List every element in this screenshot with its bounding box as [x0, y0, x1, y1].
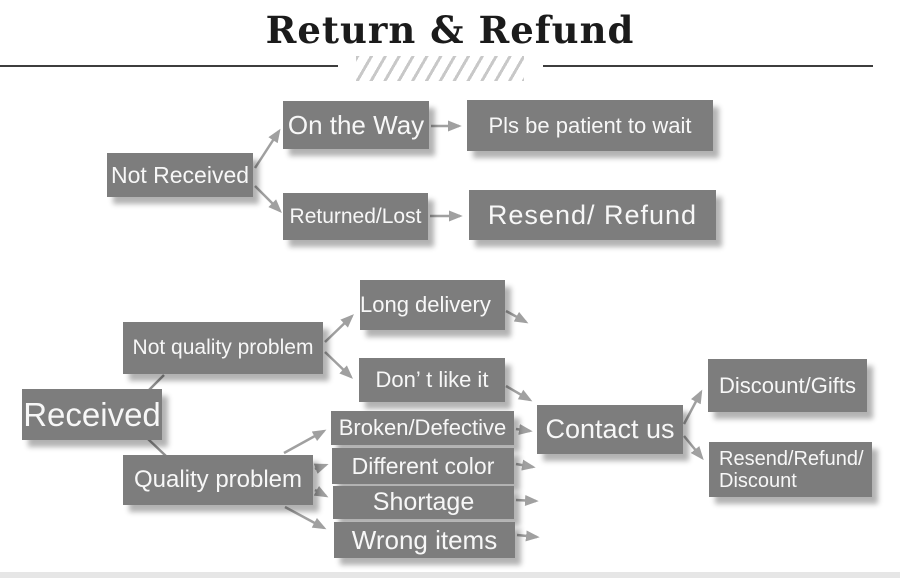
node-received: Received — [22, 389, 162, 440]
node-pls-be-patient: Pls be patient to wait — [467, 100, 713, 151]
node-wrong-items: Wrong items — [334, 522, 515, 558]
node-resend-refund: Resend/ Refund — [469, 190, 716, 240]
node-discount-gifts: Discount/Gifts — [708, 359, 867, 412]
title-divider-right — [543, 65, 873, 67]
bottom-strip — [0, 572, 900, 578]
node-quality-problem: Quality problem — [123, 455, 313, 505]
title-divider-left — [0, 65, 338, 67]
node-different-color: Different color — [332, 448, 514, 484]
node-long-delivery: Long delivery — [360, 280, 505, 330]
node-shortage: Shortage — [333, 486, 514, 519]
page-title: Return & Refund — [265, 8, 635, 52]
node-resend-refund-discount: Resend/Refund/ Discount — [709, 442, 872, 497]
title-divider-hatch-icon — [356, 56, 524, 81]
node-not-quality-problem: Not quality problem — [123, 322, 323, 374]
node-returned-lost: Returned/Lost — [283, 193, 428, 240]
node-on-the-way: On the Way — [283, 101, 429, 149]
node-not-received: Not Received — [107, 153, 253, 197]
node-dont-like-it: Don’ t like it — [359, 358, 505, 402]
node-resend-refund-discount-line1: Resend/Refund/ — [719, 447, 864, 470]
node-resend-refund-discount-line2: Discount — [719, 469, 797, 492]
node-broken-defective: Broken/Defective — [331, 411, 514, 445]
node-contact-us: Contact us — [537, 405, 683, 454]
